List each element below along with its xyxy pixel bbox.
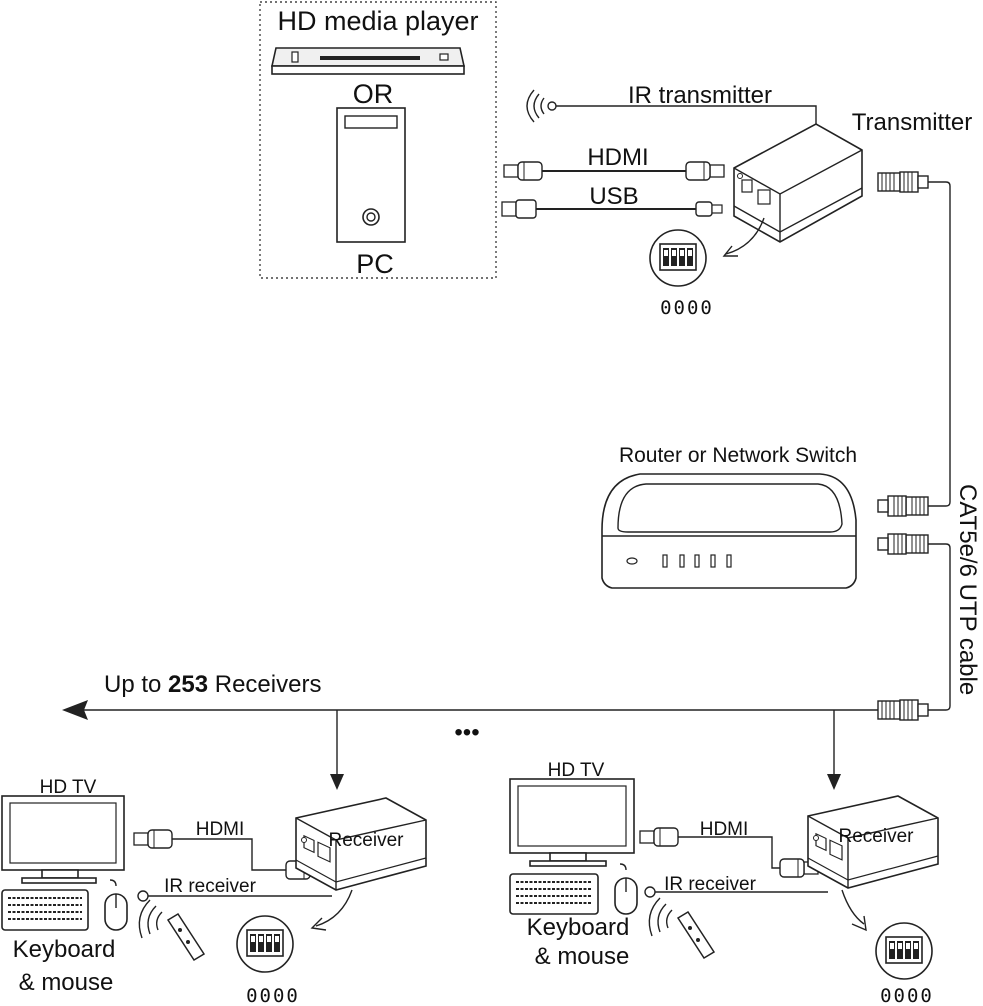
hdmi-plug — [639, 827, 679, 847]
ir-transmitter-cable — [526, 89, 817, 124]
pc-tower-icon — [336, 107, 406, 243]
remote-control-icon — [648, 897, 715, 959]
transmitter-label: Transmitter — [852, 109, 972, 136]
code-top-label: 0000 — [660, 297, 714, 319]
or-label: OR — [353, 79, 394, 109]
rj45-connector-icon — [877, 699, 929, 721]
receiver-group-2: HD TV Keyboard & mouse HDMI IR receiver … — [509, 760, 939, 1006]
cable-label: CAT5e/6 UTP cable — [954, 484, 981, 695]
dip-switch-icon — [649, 229, 707, 287]
hdmi-cable-top — [503, 161, 725, 181]
rj45-connector-icon — [877, 533, 929, 555]
code-label: 0000 — [880, 985, 934, 1006]
cat5-cable-run — [877, 171, 951, 721]
tv-label: HD TV — [548, 760, 605, 781]
hd-media-player-label: HD media player — [277, 6, 478, 36]
keyboard-line2: & mouse — [19, 969, 114, 996]
transmitter-device — [733, 123, 863, 243]
monitor-icon — [1, 795, 125, 884]
receiver-label: Receiver — [839, 826, 915, 847]
ir-receiver-label: IR receiver — [664, 874, 757, 895]
hdmi-label: HDMI — [196, 819, 245, 840]
monitor-icon — [509, 778, 635, 867]
mouse-icon — [104, 879, 128, 931]
usb-label: USB — [589, 183, 638, 210]
pc-label: PC — [356, 249, 394, 279]
usb-cable — [501, 199, 723, 219]
keyboard-line2: & mouse — [535, 943, 630, 970]
remote-control-icon — [138, 899, 205, 961]
mouse-icon — [614, 863, 638, 915]
router-device — [601, 473, 857, 589]
receiver-bus — [62, 700, 878, 790]
tv-label: HD TV — [40, 777, 97, 798]
keyboard-line1: Keyboard — [13, 936, 116, 963]
dvd-player-icon — [271, 47, 465, 75]
hdmi-top-label: HDMI — [587, 144, 648, 171]
rj45-connector-icon — [877, 171, 929, 193]
source-group: HD media player OR PC — [259, 1, 497, 279]
hdmi-plug — [133, 829, 173, 849]
keyboard-line1: Keyboard — [527, 914, 630, 941]
code-label: 0000 — [246, 985, 300, 1006]
keyboard-icon — [509, 873, 599, 915]
ellipsis: ••• — [454, 719, 479, 746]
up-to-label: Up to 253 Receivers — [104, 671, 321, 698]
ir-transmitter-label: IR transmitter — [628, 82, 772, 109]
receiver-label: Receiver — [329, 830, 405, 851]
ir-receiver-label: IR receiver — [164, 876, 257, 897]
dip-switch-icon — [236, 915, 294, 973]
receiver-group-1: HD TV Keyboard & mouse HDMI IR receiver … — [1, 777, 427, 1006]
rj45-connector-icon — [877, 495, 929, 517]
dip-switch-icon — [875, 922, 933, 980]
keyboard-icon — [1, 889, 89, 931]
router-label: Router or Network Switch — [619, 444, 857, 467]
hdmi-label: HDMI — [700, 819, 749, 840]
